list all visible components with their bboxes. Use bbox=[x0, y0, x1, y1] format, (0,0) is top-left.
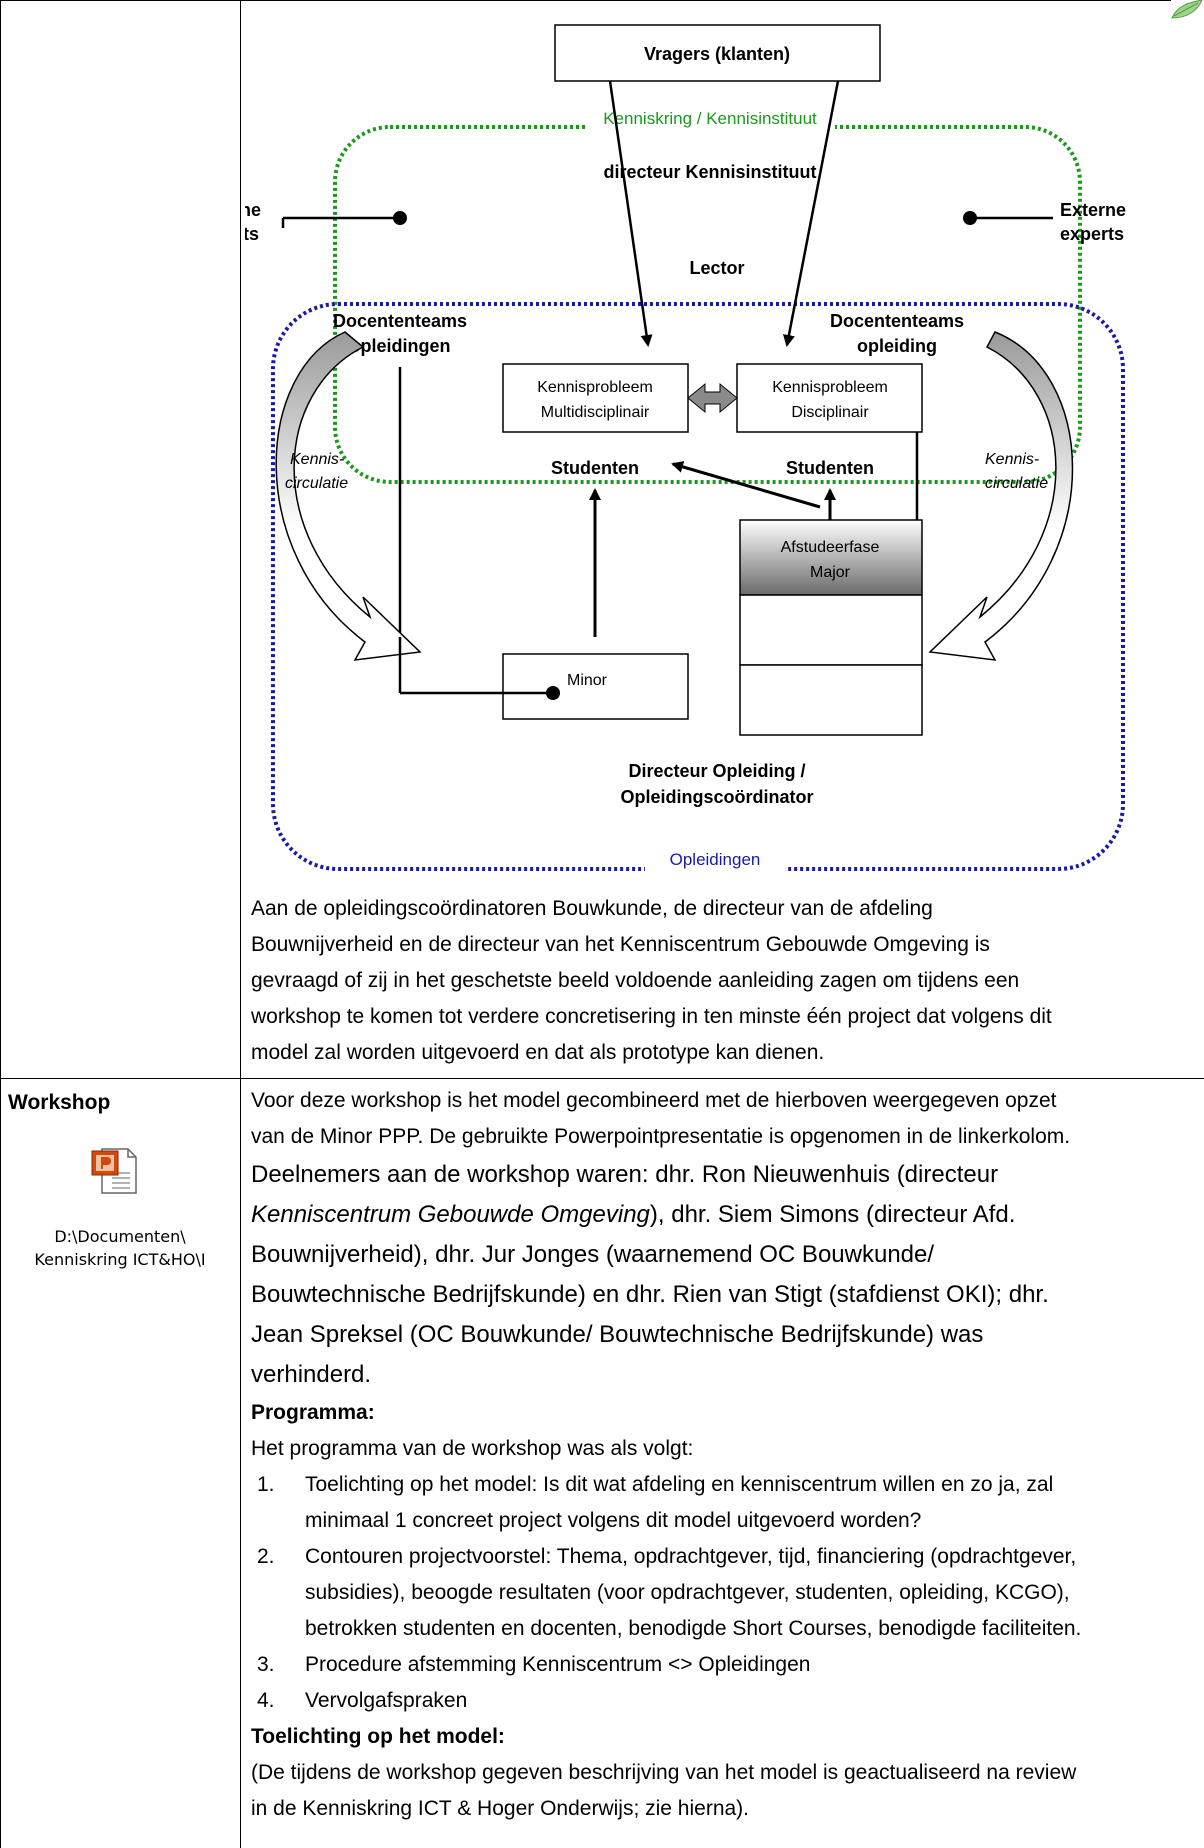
programma-list: 1. Toelichting op het model: Is dit wat … bbox=[251, 1467, 1201, 1719]
workshop-title: Workshop bbox=[8, 1091, 111, 1114]
list-number: 2. bbox=[257, 1545, 275, 1568]
list-item: 2. Contouren projectvoorstel: Thema, opd… bbox=[251, 1539, 1201, 1647]
externe-right-1: Externe bbox=[1060, 200, 1126, 220]
toelichting-line: in de Kenniskring ICT & Hoger Onderwijs;… bbox=[251, 1797, 750, 1820]
participants-line: Jean Spreksel (OC Bouwkunde/ Bouwtechnis… bbox=[251, 1321, 984, 1348]
workshop-content: Voor deze workshop is het model gecombin… bbox=[251, 1083, 1201, 1827]
list-item-line: minimaal 1 concreet project volgens dit … bbox=[305, 1509, 922, 1532]
participants-line: Bouwnijverheid), dhr. Jur Jonges (waarne… bbox=[251, 1241, 935, 1268]
dir-opl-2: Opleidingscoördinator bbox=[620, 787, 813, 807]
list-item: 1. Toelichting op het model: Is dit wat … bbox=[251, 1467, 1201, 1539]
opleidingen-label: Opleidingen bbox=[670, 850, 761, 869]
list-number: 1. bbox=[257, 1473, 275, 1496]
kennis-left-2: circulatie bbox=[285, 475, 348, 492]
leaf-icon bbox=[1171, 0, 1203, 19]
externe-right-2: experts bbox=[1060, 224, 1124, 244]
doc-right-1: Docententeams bbox=[830, 311, 964, 331]
list-item-line: betrokken studenten en docenten, benodig… bbox=[305, 1617, 1082, 1640]
participants-line: Kenniscentrum Gebouwde Omgeving), dhr. S… bbox=[251, 1195, 1201, 1235]
externe-left-2: experts bbox=[245, 224, 259, 244]
dir-opl-1: Directeur Opleiding / bbox=[628, 761, 805, 781]
kenniskring-label: Kenniskring / Kennisinstituut bbox=[603, 109, 817, 128]
participants-line: verhinderd. bbox=[251, 1361, 372, 1388]
afstudeerfase-box bbox=[739, 519, 923, 596]
kp-left-2: Multidisciplinair bbox=[541, 404, 650, 421]
list-item-line: Vervolgafspraken bbox=[305, 1689, 468, 1712]
table-column-divider bbox=[240, 0, 241, 1848]
minor-box bbox=[502, 653, 689, 720]
afstudeer-2: Major bbox=[810, 564, 851, 581]
list-number: 4. bbox=[257, 1689, 275, 1712]
studenten-left: Studenten bbox=[551, 458, 639, 478]
powerpoint-file-icon[interactable] bbox=[90, 1145, 140, 1195]
list-item-line: Toelichting op het model: Is dit wat afd… bbox=[305, 1473, 1054, 1496]
table-top-border bbox=[0, 0, 1171, 1]
table-left-border bbox=[0, 0, 1, 1848]
kp-right-2: Disciplinair bbox=[791, 404, 869, 421]
kp-left-1: Kennisprobleem bbox=[537, 379, 653, 396]
programma-intro: Het programma van de workshop was als vo… bbox=[251, 1437, 694, 1460]
knowledge-circulation-diagram: Vragers (klanten) Kenniskring / Kennisin… bbox=[245, 24, 1126, 872]
directeur-ki-label: directeur Kennisinstituut bbox=[603, 162, 816, 182]
participants-line: Deelnemers aan de workshop waren: dhr. R… bbox=[251, 1161, 999, 1188]
vragers-box bbox=[554, 24, 881, 82]
list-item: 3. Procedure afstemming Kenniscentrum <>… bbox=[251, 1647, 1201, 1683]
participants-rest: ), dhr. Siem Simons (directeur Afd. bbox=[649, 1201, 1016, 1228]
kennisprobleem-multi-box bbox=[502, 363, 689, 433]
kennis-right-1: Kennis- bbox=[985, 451, 1039, 468]
kennis-circulatie-left-arrow bbox=[275, 331, 422, 661]
externe-left-1: Externe bbox=[245, 200, 261, 220]
list-number: 3. bbox=[257, 1653, 275, 1676]
intro-paragraph: Aan de opleidingscoördinatoren Bouwkunde… bbox=[251, 891, 1201, 1071]
doc-right-2: opleiding bbox=[857, 336, 937, 356]
participants-line: Bouwtechnische Bedrijfskunde) en dhr. Ri… bbox=[251, 1281, 1049, 1308]
intro-line: Bouwnijverheid en de directeur van het K… bbox=[251, 933, 990, 956]
toelichting-line: (De tijdens de workshop gegeven beschrij… bbox=[251, 1761, 1077, 1784]
intro-line: gevraagd of zij in het geschetste beeld … bbox=[251, 969, 1020, 992]
vragers-label: Vragers (klanten) bbox=[644, 44, 790, 64]
kcgo-italic: Kenniscentrum Gebouwde Omgeving bbox=[251, 1201, 650, 1228]
workshop-p1-line: van de Minor PPP. De gebruikte Powerpoin… bbox=[251, 1125, 1071, 1148]
table-row-divider bbox=[0, 1078, 1204, 1079]
file-path-line-1[interactable]: D:\Documenten\ bbox=[54, 1227, 186, 1246]
kennis-right-2: circulatie bbox=[985, 475, 1048, 492]
kennis-left-1: Kennis- bbox=[290, 451, 344, 468]
list-item-line: Procedure afstemming Kenniscentrum <> Op… bbox=[305, 1653, 811, 1676]
minor-label: Minor bbox=[567, 672, 608, 689]
doc-left-1: Docententeams bbox=[333, 311, 467, 331]
studenten-right: Studenten bbox=[786, 458, 874, 478]
afstudeer-1: Afstudeerfase bbox=[781, 539, 880, 556]
kp-right-1: Kennisprobleem bbox=[772, 379, 888, 396]
programma-heading: Programma: bbox=[251, 1401, 375, 1424]
toelichting-heading: Toelichting op het model: bbox=[251, 1725, 505, 1748]
intro-line: model zal worden uitgevoerd en dat als p… bbox=[251, 1041, 825, 1064]
list-item-line: Contouren projectvoorstel: Thema, opdrac… bbox=[305, 1545, 1077, 1568]
kennisprobleem-disc-box bbox=[736, 363, 923, 433]
file-path-line-2[interactable]: Kenniskring ICT&HO\I bbox=[34, 1250, 206, 1269]
list-item-line: subsidies), beoogde resultaten (voor opd… bbox=[305, 1581, 1070, 1604]
intro-line: workshop te komen tot verdere concretise… bbox=[251, 1005, 1052, 1028]
list-item: 4. Vervolgafspraken bbox=[251, 1683, 1201, 1719]
intro-line: Aan de opleidingscoördinatoren Bouwkunde… bbox=[251, 897, 933, 920]
workshop-p1-line: Voor deze workshop is het model gecombin… bbox=[251, 1089, 1057, 1112]
lector-label: Lector bbox=[689, 258, 744, 278]
kennis-circulatie-right-arrow bbox=[928, 331, 1074, 661]
doc-left-2: opleidingen bbox=[350, 336, 451, 356]
